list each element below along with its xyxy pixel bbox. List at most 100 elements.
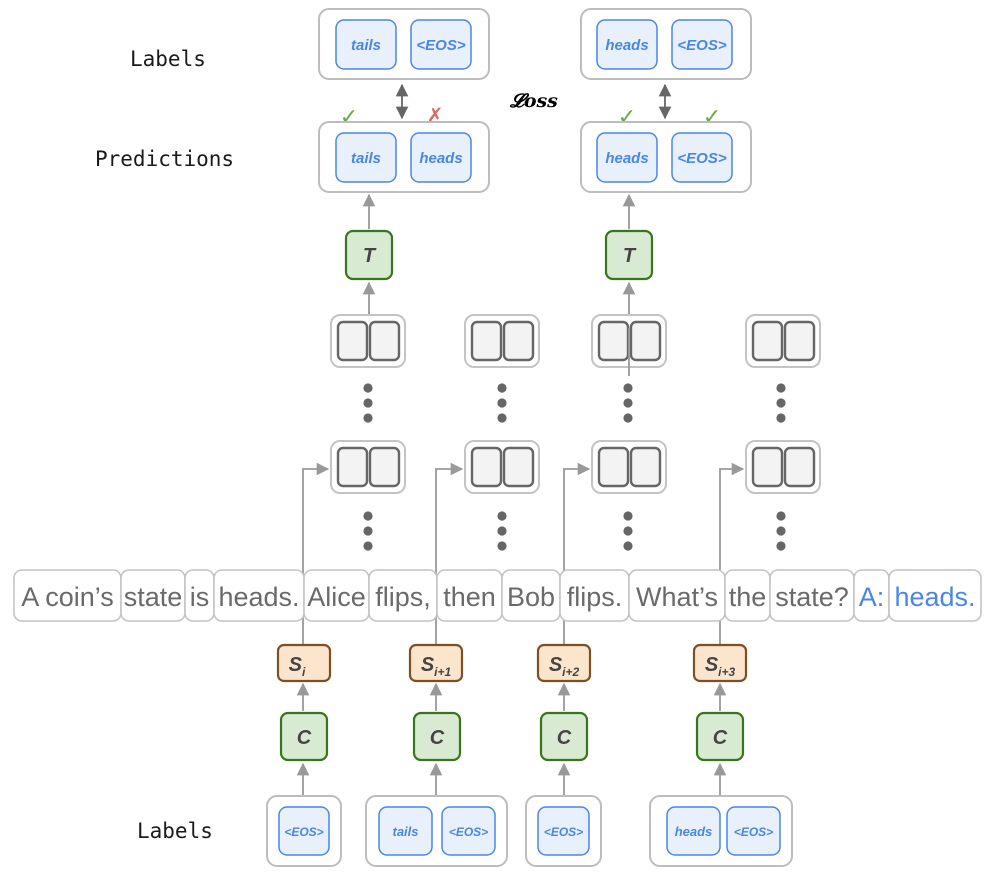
layer-cell <box>751 320 784 362</box>
predictions-heading: Predictions <box>95 147 234 171</box>
layer-block <box>464 440 540 494</box>
layer-cell <box>336 446 369 488</box>
ellipsis-dot <box>363 383 373 393</box>
prediction-token: heads <box>605 150 648 167</box>
bottom-group-1: <EOS> <box>266 795 342 867</box>
ellipsis-dot <box>776 541 786 551</box>
label-token: <EOS> <box>734 825 773 839</box>
label-token-box <box>537 806 590 856</box>
layer-cell <box>629 320 662 362</box>
ellipsis-dot <box>497 398 507 408</box>
token-sequence: A coin’s state is heads. Alice flips, th… <box>13 569 982 622</box>
prediction-token: heads <box>419 150 462 167</box>
compress-label: C <box>713 727 728 749</box>
answer-token: heads. <box>894 582 975 612</box>
ellipsis-dot <box>623 526 633 536</box>
label-token: <EOS> <box>544 825 583 839</box>
token: state? <box>775 582 849 612</box>
loss-label: 𝓛oss <box>509 90 558 112</box>
layer-cell <box>597 446 630 488</box>
transform-box <box>604 229 654 281</box>
token: A coin’s <box>21 582 114 612</box>
token: flips. <box>567 582 623 612</box>
layer-cell <box>368 446 401 488</box>
label-token: <EOS> <box>449 825 488 839</box>
bottom-group-2: tails <EOS> <box>365 795 508 867</box>
compress-box <box>412 711 462 762</box>
token: flips, <box>375 582 431 612</box>
layer-cell <box>502 446 535 488</box>
bottom-labels-heading: Labels <box>137 819 213 843</box>
transform-label: T <box>363 245 377 267</box>
label-token-box <box>410 19 472 70</box>
layer-cell <box>751 446 784 488</box>
prediction-token: tails <box>351 150 381 167</box>
layer-cell <box>502 320 535 362</box>
label-token: tails <box>351 37 381 54</box>
ellipsis-dot <box>497 383 507 393</box>
label-token-box <box>335 19 397 70</box>
ellipsis-dot <box>623 413 633 423</box>
token-box <box>888 569 982 622</box>
compress-box <box>539 711 589 762</box>
layer-cell <box>783 320 816 362</box>
token: What’s <box>636 582 718 612</box>
label-token: heads <box>675 824 713 839</box>
layer-cell <box>629 446 662 488</box>
state-box-2: Si+1 <box>408 643 464 683</box>
compress-label: C <box>297 727 312 749</box>
layer-block <box>745 314 821 368</box>
transform-box <box>344 229 394 281</box>
ellipsis-dot <box>623 541 633 551</box>
token: Alice <box>307 582 366 612</box>
layer-cell <box>470 320 503 362</box>
ellipsis-dot <box>363 413 373 423</box>
layer-cell <box>470 446 503 488</box>
transform-label: T <box>623 245 637 267</box>
token: state <box>124 582 183 612</box>
ellipsis-dot <box>776 413 786 423</box>
label-token-box <box>596 19 658 70</box>
state-box-1: Si <box>276 643 332 683</box>
prediction-token-box <box>335 132 397 183</box>
token: is <box>190 582 210 612</box>
layer-block <box>591 440 667 494</box>
label-token: heads <box>605 37 648 54</box>
upper-ellipsis-dots <box>363 383 786 423</box>
compress-box <box>695 711 745 762</box>
ellipsis-dot <box>497 526 507 536</box>
state-box-4: Si+3 <box>692 643 748 683</box>
token: heads. <box>218 582 299 612</box>
label-token-box <box>671 19 733 70</box>
ellipsis-dot <box>776 526 786 536</box>
label-token: <EOS> <box>284 825 323 839</box>
ellipsis-dot <box>363 511 373 521</box>
lower-ellipsis-dots <box>363 511 786 551</box>
prediction-token-box <box>671 132 733 183</box>
label-token-box <box>378 806 433 856</box>
layer-cell <box>783 446 816 488</box>
compress-box <box>279 711 329 762</box>
ellipsis-dot <box>497 413 507 423</box>
top-group-2: heads <EOS> ✓ ✓ heads <EOS> <box>580 8 752 193</box>
token: the <box>729 582 767 612</box>
ellipsis-dot <box>363 398 373 408</box>
layer-cell <box>336 320 369 362</box>
prediction-token-box <box>596 132 658 183</box>
layer-block <box>330 440 406 494</box>
compress-label: C <box>557 727 572 749</box>
ellipsis-dot <box>363 526 373 536</box>
label-token: <EOS> <box>677 37 726 54</box>
top-labels-heading: Labels <box>130 47 206 71</box>
layer-cell <box>368 320 401 362</box>
lower-layer-row <box>330 440 821 494</box>
layer-block <box>464 314 540 368</box>
ellipsis-dot <box>497 541 507 551</box>
bottom-group-4: heads <EOS> <box>649 795 793 867</box>
top-group-1: tails <EOS> ✓ ✗ tails heads <box>318 8 490 193</box>
token: then <box>443 582 496 612</box>
label-token-box <box>278 806 330 856</box>
ellipsis-dot <box>776 398 786 408</box>
label-token: tails <box>392 824 418 839</box>
